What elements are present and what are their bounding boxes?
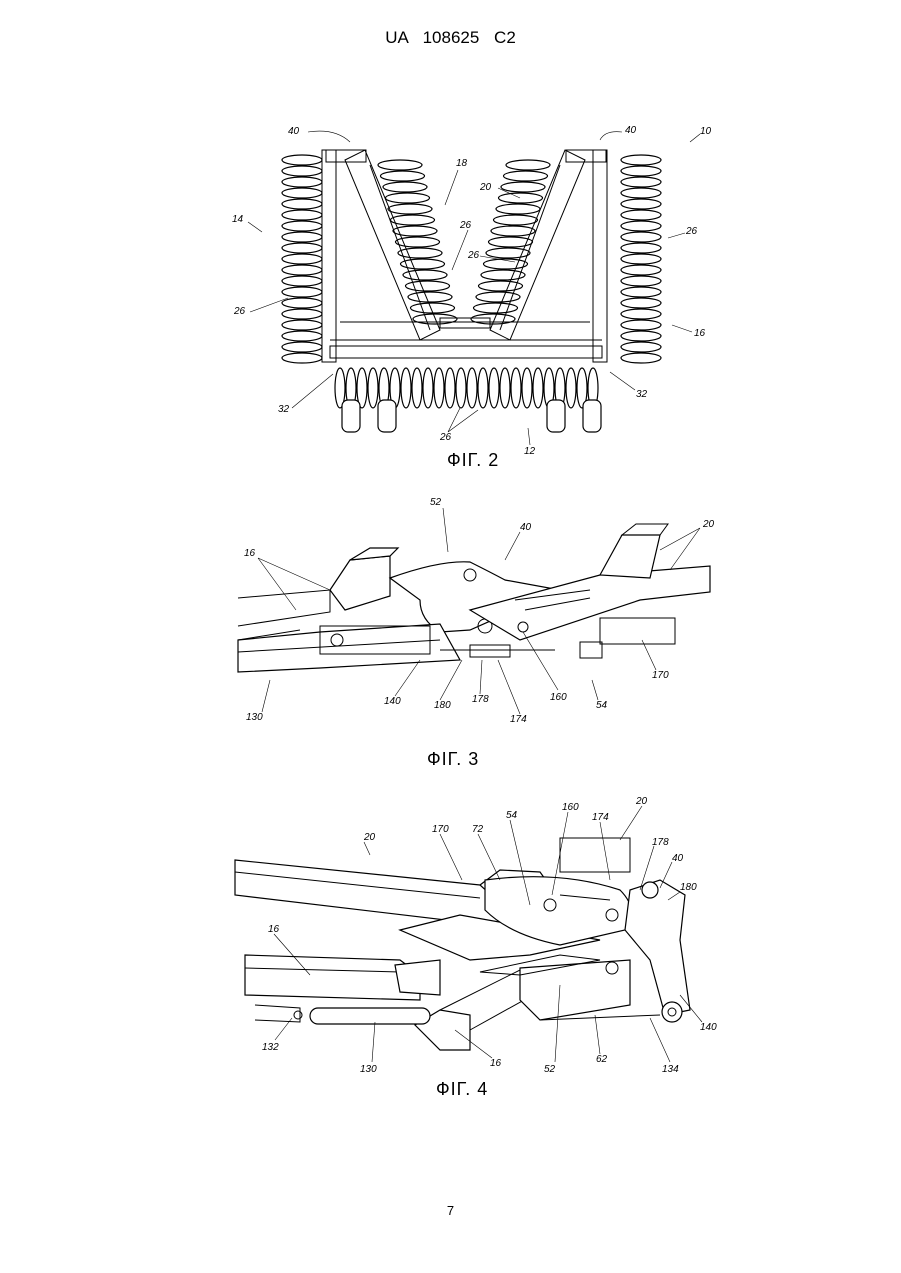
ref-132: 132: [262, 1042, 279, 1053]
page-number: 7: [0, 1203, 901, 1218]
ref-174: 174: [592, 812, 609, 823]
ref-16-left: 16: [268, 924, 280, 935]
ref-170: 170: [432, 824, 449, 835]
hinge-plate-52: [480, 955, 630, 1020]
figure-4-caption: ФІГ. 4: [436, 1079, 488, 1100]
ref-20-left: 20: [363, 832, 376, 843]
ref-72: 72: [472, 824, 484, 835]
ref-180: 180: [680, 882, 697, 893]
ref-160: 160: [562, 802, 579, 813]
ref-20-top: 20: [635, 796, 648, 807]
ref-130: 130: [360, 1064, 377, 1075]
ref-54: 54: [506, 810, 518, 821]
ref-178: 178: [652, 837, 669, 848]
figure-4-hinge-perspective-view: 160 20 174 170 72 54 178 40 20 180 16 14…: [0, 0, 901, 1080]
ref-52: 52: [544, 1064, 556, 1075]
ref-40: 40: [672, 853, 684, 864]
ref-16-bottom: 16: [490, 1058, 502, 1069]
ref-134: 134: [662, 1064, 679, 1075]
link-arm-140: [625, 880, 690, 1022]
ref-62: 62: [596, 1054, 608, 1065]
ref-140: 140: [700, 1022, 717, 1033]
